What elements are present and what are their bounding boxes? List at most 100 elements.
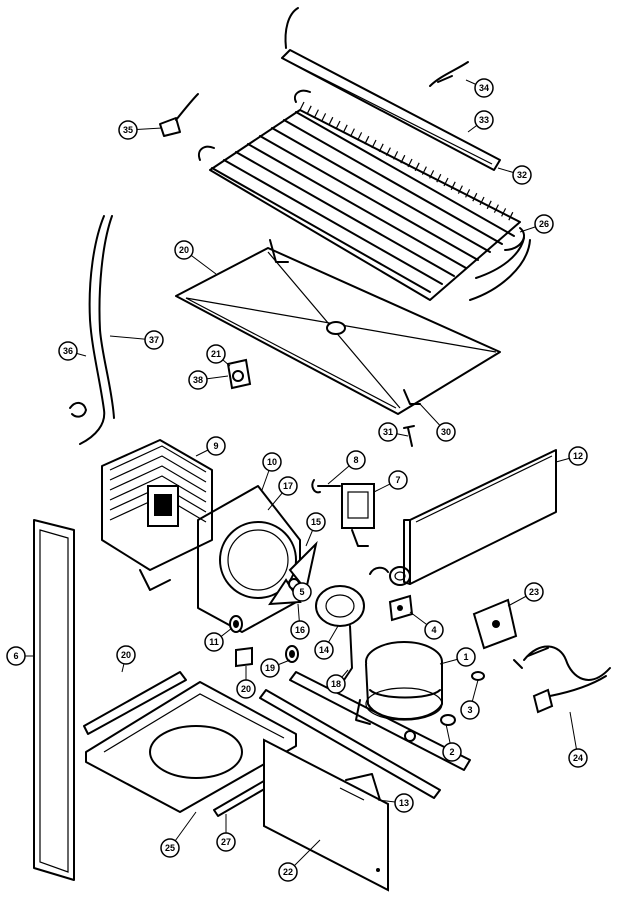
callout-number: 8 bbox=[353, 455, 358, 465]
base-pan bbox=[83, 671, 297, 813]
callout-number: 30 bbox=[441, 427, 451, 437]
callout-24: 24 bbox=[568, 748, 588, 768]
callout-31: 31 bbox=[378, 422, 398, 442]
callout-9: 9 bbox=[206, 436, 226, 456]
coil-fin bbox=[501, 208, 507, 217]
callout-18: 18 bbox=[326, 674, 346, 694]
callout-circle bbox=[278, 862, 298, 882]
callout-number: 20 bbox=[179, 245, 189, 255]
fan-shroud bbox=[197, 485, 301, 633]
callout-20: 20 bbox=[174, 240, 194, 260]
callout-number: 25 bbox=[165, 843, 175, 853]
callout-circle bbox=[262, 452, 282, 472]
callout-22: 22 bbox=[278, 862, 298, 882]
callout-circle bbox=[290, 620, 310, 640]
coil-fin bbox=[357, 132, 363, 141]
callout-36: 36 bbox=[58, 341, 78, 361]
callout-circle bbox=[388, 470, 408, 490]
callout-19: 19 bbox=[260, 658, 280, 678]
callout-circle bbox=[216, 832, 236, 852]
callout-32: 32 bbox=[512, 165, 532, 185]
coil-tube bbox=[247, 143, 467, 269]
coil-fin bbox=[378, 143, 384, 153]
callout-number: 4 bbox=[431, 625, 436, 635]
callout-12: 12 bbox=[568, 446, 588, 466]
callout-20: 20 bbox=[236, 679, 256, 699]
callout-30: 30 bbox=[436, 422, 456, 442]
coil-tube bbox=[259, 135, 479, 261]
callout-11: 11 bbox=[204, 632, 224, 652]
compressor bbox=[355, 641, 443, 742]
side-panel bbox=[403, 449, 557, 585]
callout-number: 11 bbox=[209, 637, 219, 647]
coil-fin bbox=[364, 135, 370, 145]
defrost-timer bbox=[472, 598, 518, 650]
coil-fin bbox=[371, 139, 377, 149]
callout-number: 21 bbox=[211, 349, 221, 359]
callout-circle bbox=[456, 647, 476, 667]
callout-number: 10 bbox=[267, 457, 277, 467]
callout-34: 34 bbox=[474, 78, 494, 98]
callout-16: 16 bbox=[290, 620, 310, 640]
callout-number: 22 bbox=[283, 867, 293, 877]
callout-circle bbox=[442, 742, 462, 762]
coil-fin bbox=[457, 185, 463, 194]
coil-fin bbox=[321, 113, 327, 122]
coil-tube bbox=[271, 127, 491, 253]
callout-8: 8 bbox=[346, 450, 366, 470]
callout-circle bbox=[568, 748, 588, 768]
callout-circle bbox=[118, 120, 138, 140]
callout-circle bbox=[204, 632, 224, 652]
coil-fin bbox=[313, 109, 319, 118]
evaporator-coil bbox=[198, 89, 531, 301]
callout-number: 23 bbox=[529, 587, 539, 597]
callout-number: 2 bbox=[449, 747, 454, 757]
coil-fin bbox=[429, 170, 435, 179]
coil-fin bbox=[465, 189, 471, 198]
relay-assembly bbox=[311, 479, 375, 547]
callout-21: 21 bbox=[206, 344, 226, 364]
callout-circle bbox=[58, 341, 78, 361]
tube-clip bbox=[226, 358, 252, 390]
callout-circle bbox=[174, 240, 194, 260]
callout-number: 38 bbox=[193, 375, 203, 385]
defrost-heater-rail bbox=[281, 7, 501, 171]
callout-number: 20 bbox=[121, 650, 131, 660]
compressor-rail bbox=[259, 671, 471, 799]
coil-fin bbox=[306, 105, 312, 115]
coil-fin bbox=[450, 181, 456, 191]
callout-number: 32 bbox=[517, 170, 527, 180]
callout-number: 15 bbox=[311, 517, 321, 527]
left-panel bbox=[33, 519, 75, 881]
evaporator-cover bbox=[175, 239, 501, 415]
callout-circle bbox=[474, 110, 494, 130]
callout-circle bbox=[524, 582, 544, 602]
callout-5: 5 bbox=[292, 582, 312, 602]
callout-number: 19 bbox=[265, 663, 275, 673]
callout-4: 4 bbox=[424, 620, 444, 640]
callout-circle bbox=[188, 370, 208, 390]
callout-25: 25 bbox=[160, 838, 180, 858]
callout-number: 20 bbox=[241, 684, 251, 694]
callout-number: 16 bbox=[295, 625, 305, 635]
callout-number: 37 bbox=[149, 335, 159, 345]
callout-circle bbox=[206, 436, 226, 456]
coil-fin bbox=[385, 147, 391, 156]
coil-tube bbox=[235, 151, 455, 277]
callout-circle bbox=[144, 330, 164, 350]
callout-circle bbox=[326, 674, 346, 694]
callout-7: 7 bbox=[388, 470, 408, 490]
coil-fin bbox=[472, 192, 478, 202]
callout-circle bbox=[206, 344, 226, 364]
callout-26: 26 bbox=[534, 214, 554, 234]
coil-fin bbox=[393, 151, 399, 160]
callout-circle bbox=[346, 450, 366, 470]
callout-number: 27 bbox=[221, 837, 231, 847]
callout-circle bbox=[436, 422, 456, 442]
callout-circle bbox=[460, 700, 480, 720]
callout-15: 15 bbox=[306, 512, 326, 532]
coil-fin bbox=[486, 200, 492, 210]
callout-number: 12 bbox=[573, 451, 583, 461]
callout-number: 1 bbox=[463, 652, 468, 662]
